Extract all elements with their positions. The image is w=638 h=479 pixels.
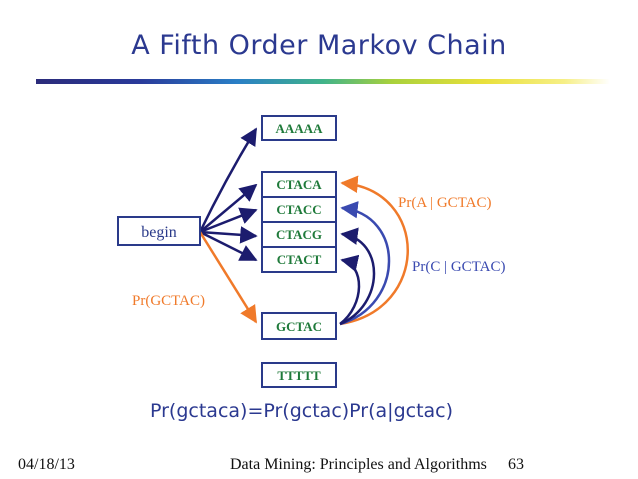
node-ctacg-label: CTACG bbox=[276, 227, 322, 242]
arrow-begin-to-ctact bbox=[199, 230, 258, 262]
footer-page-number: 63 bbox=[508, 456, 524, 473]
node-ctaca-label: CTACA bbox=[276, 177, 322, 192]
node-ttttt-label: TTTTT bbox=[277, 368, 321, 383]
title-gradient-rule bbox=[36, 79, 610, 84]
arrow-begin-to-gctac bbox=[198, 231, 258, 324]
node-aaaaa: AAAAA bbox=[261, 115, 337, 141]
arrow-begin-to-ctacc bbox=[199, 207, 258, 234]
arrow-gctac-to-ctact bbox=[339, 254, 361, 325]
node-ctact-label: CTACT bbox=[277, 252, 322, 267]
arrow-gctac-to-ctaca bbox=[339, 175, 409, 326]
label-pr-c-given-gctac: Pr(C | GCTAC) bbox=[412, 259, 505, 275]
footer-date: 04/18/13 bbox=[18, 456, 75, 473]
node-stack: CTACA CTACC CTACG CTACT bbox=[261, 171, 337, 273]
node-gctac-label: GCTAC bbox=[276, 319, 322, 334]
probability-formula: Pr(gctaca)=Pr(gctac)Pr(a|gctac) bbox=[150, 400, 454, 422]
node-ctacc-label: CTACC bbox=[276, 202, 321, 217]
arrow-gctac-to-ctacc bbox=[339, 201, 391, 326]
arrow-begin-to-aaaaa bbox=[198, 127, 258, 233]
arrow-gctac-to-ctacg bbox=[339, 227, 376, 326]
footer-course-title: Data Mining: Principles and Algorithms bbox=[230, 456, 487, 473]
node-begin: begin bbox=[117, 216, 201, 246]
slide-title: A Fifth Order Markov Chain bbox=[131, 30, 507, 61]
node-aaaaa-label: AAAAA bbox=[276, 121, 324, 136]
label-pr-a-given-gctac: Pr(A | GCTAC) bbox=[398, 195, 491, 211]
label-pr-gctac: Pr(GCTAC) bbox=[132, 293, 205, 309]
arrow-begin-to-ctacg bbox=[199, 226, 258, 244]
node-ttttt: TTTTT bbox=[261, 362, 337, 388]
node-gctac: GCTAC bbox=[261, 312, 337, 340]
node-begin-label: begin bbox=[141, 224, 177, 241]
arrow-begin-to-ctaca bbox=[199, 183, 258, 233]
